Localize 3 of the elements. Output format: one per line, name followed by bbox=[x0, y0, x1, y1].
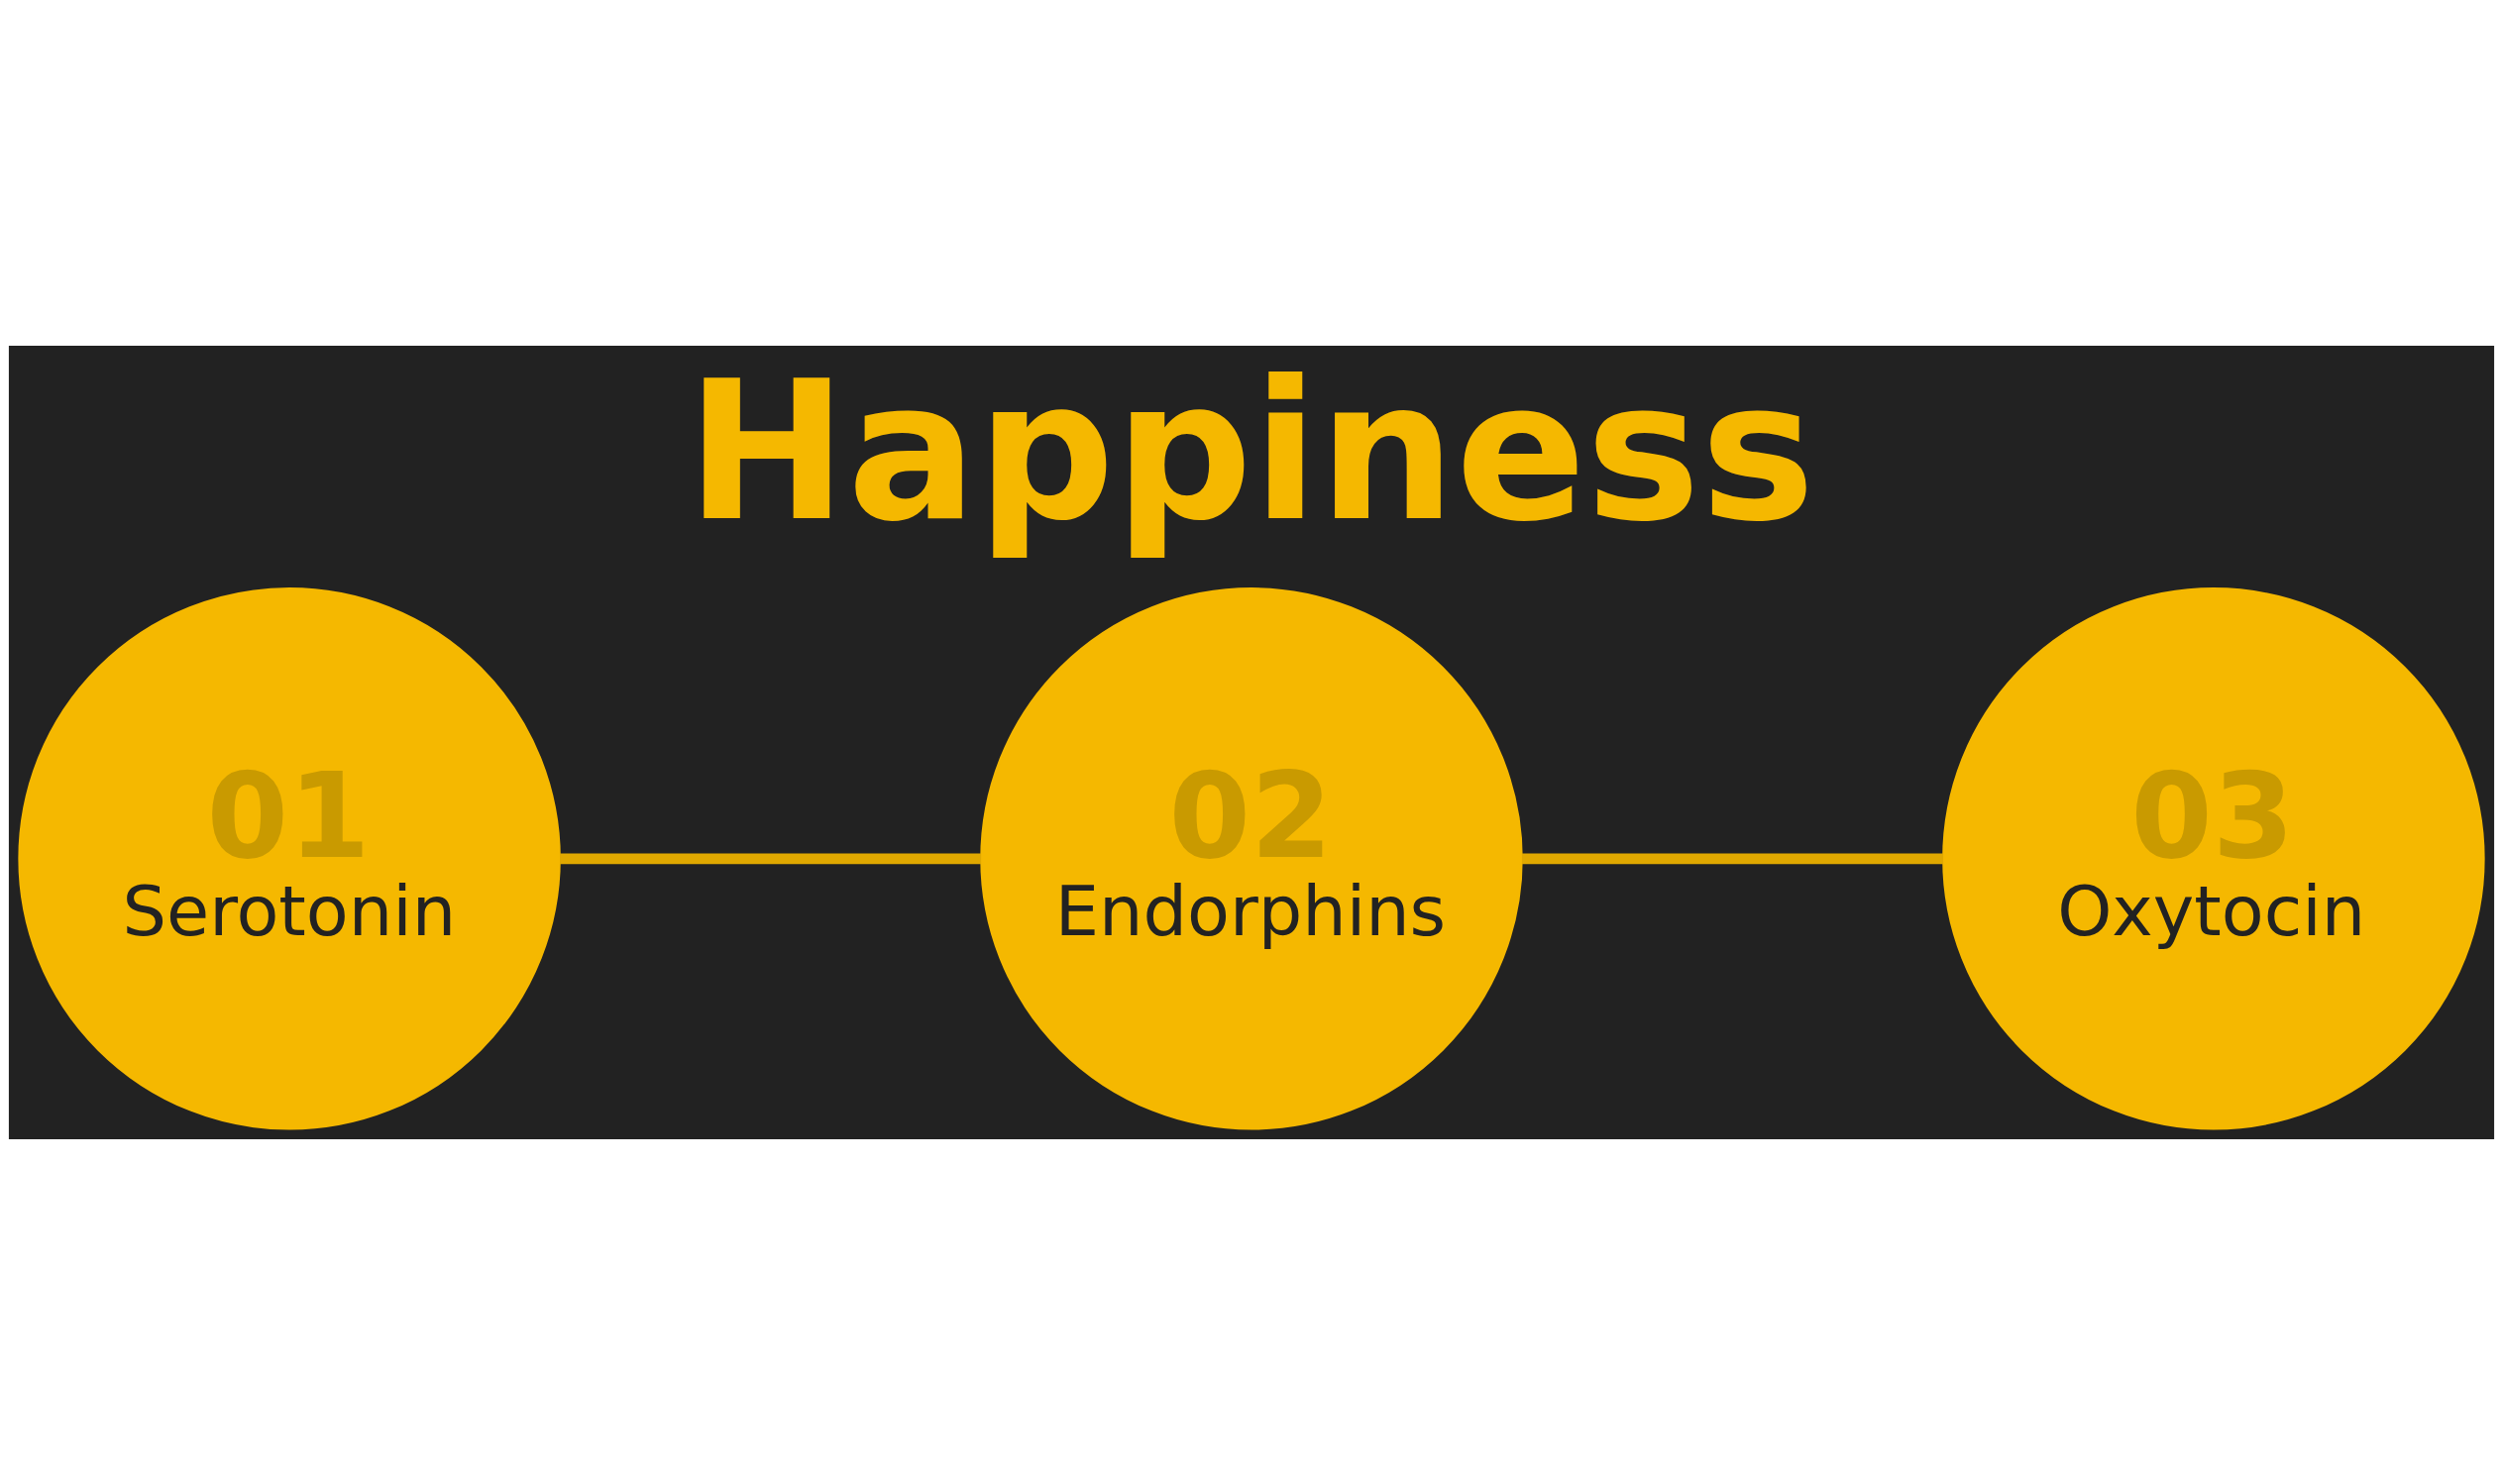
connector bbox=[560, 852, 982, 864]
diagram-title: Happiness bbox=[686, 339, 1815, 564]
connector bbox=[1521, 852, 1944, 864]
